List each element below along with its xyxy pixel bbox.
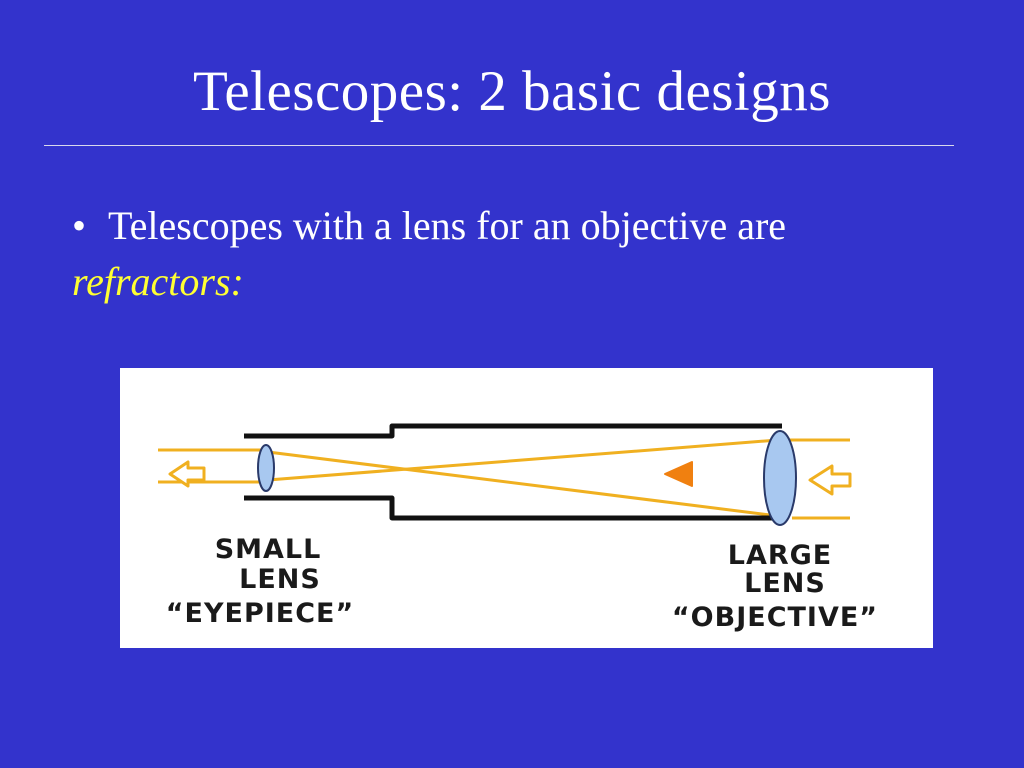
ray-cross-2 (267, 438, 779, 482)
eyepiece-label-line2: LENS (239, 564, 321, 595)
left-arrow-icon (168, 460, 206, 488)
ray-cross-1 (267, 450, 779, 518)
right-arrow-icon (808, 464, 852, 496)
objective-label-line1: LARGE (728, 540, 833, 571)
bullet-text: Telescopes with a lens for an objective … (108, 203, 787, 248)
bullet-highlight-term: refractors (72, 259, 231, 304)
eyepiece-label-line3: “EYEPIECE” (166, 598, 354, 629)
objective-lens (763, 430, 797, 526)
objective-label-line2: LENS (744, 568, 826, 599)
telescope-tube (244, 423, 782, 521)
eyepiece-lens (257, 444, 275, 492)
slide-title: Telescopes: 2 basic designs (193, 60, 831, 123)
refractor-diagram: SMALL LENS “EYEPIECE” LARGE LENS “OBJECT… (120, 368, 933, 648)
objective-label-line3: “OBJECTIVE” (672, 602, 878, 633)
bullet-suffix: : (230, 259, 244, 304)
bullet-item: • Telescopes with a lens for an objective… (72, 198, 952, 310)
eyepiece-label-line1: SMALL (215, 534, 322, 565)
refractor-drawing: SMALL LENS “EYEPIECE” LARGE LENS “OBJECT… (158, 423, 878, 633)
title-divider (44, 145, 954, 146)
bullet-marker: • (72, 203, 87, 248)
center-arrow-icon (664, 461, 693, 487)
